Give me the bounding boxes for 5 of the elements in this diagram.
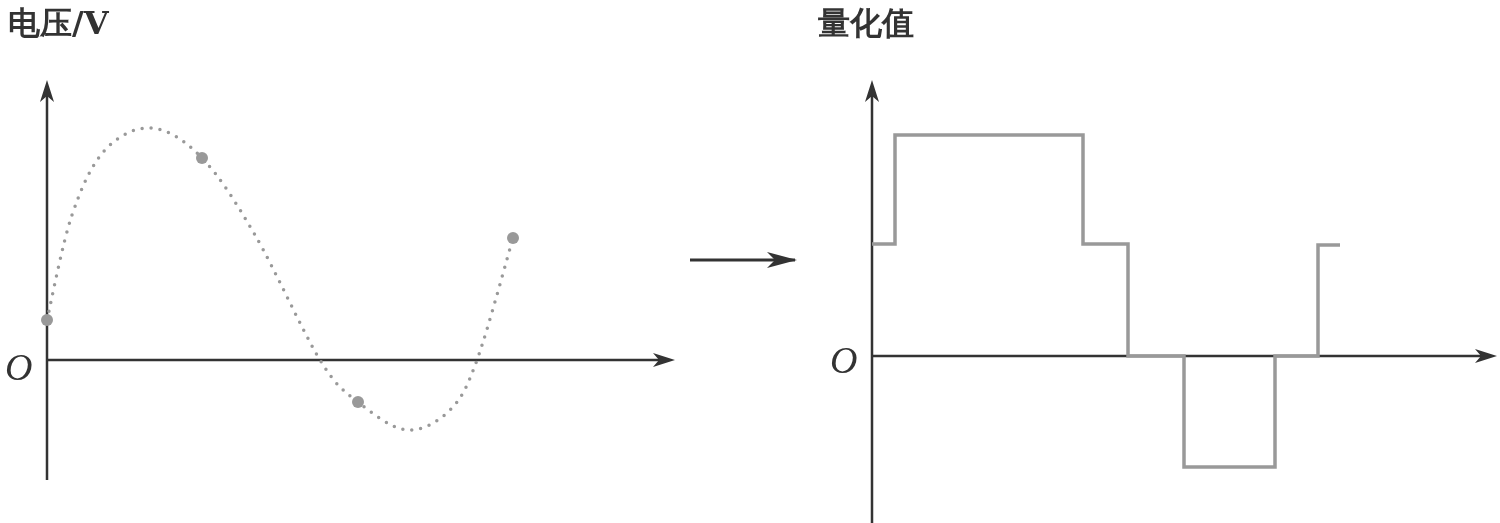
axis-title: 电压/V xyxy=(8,3,109,44)
arrow xyxy=(690,252,797,268)
axis-title: 量化值 xyxy=(818,3,914,44)
origin-label: O xyxy=(830,338,858,382)
origin-label: O xyxy=(5,345,33,389)
